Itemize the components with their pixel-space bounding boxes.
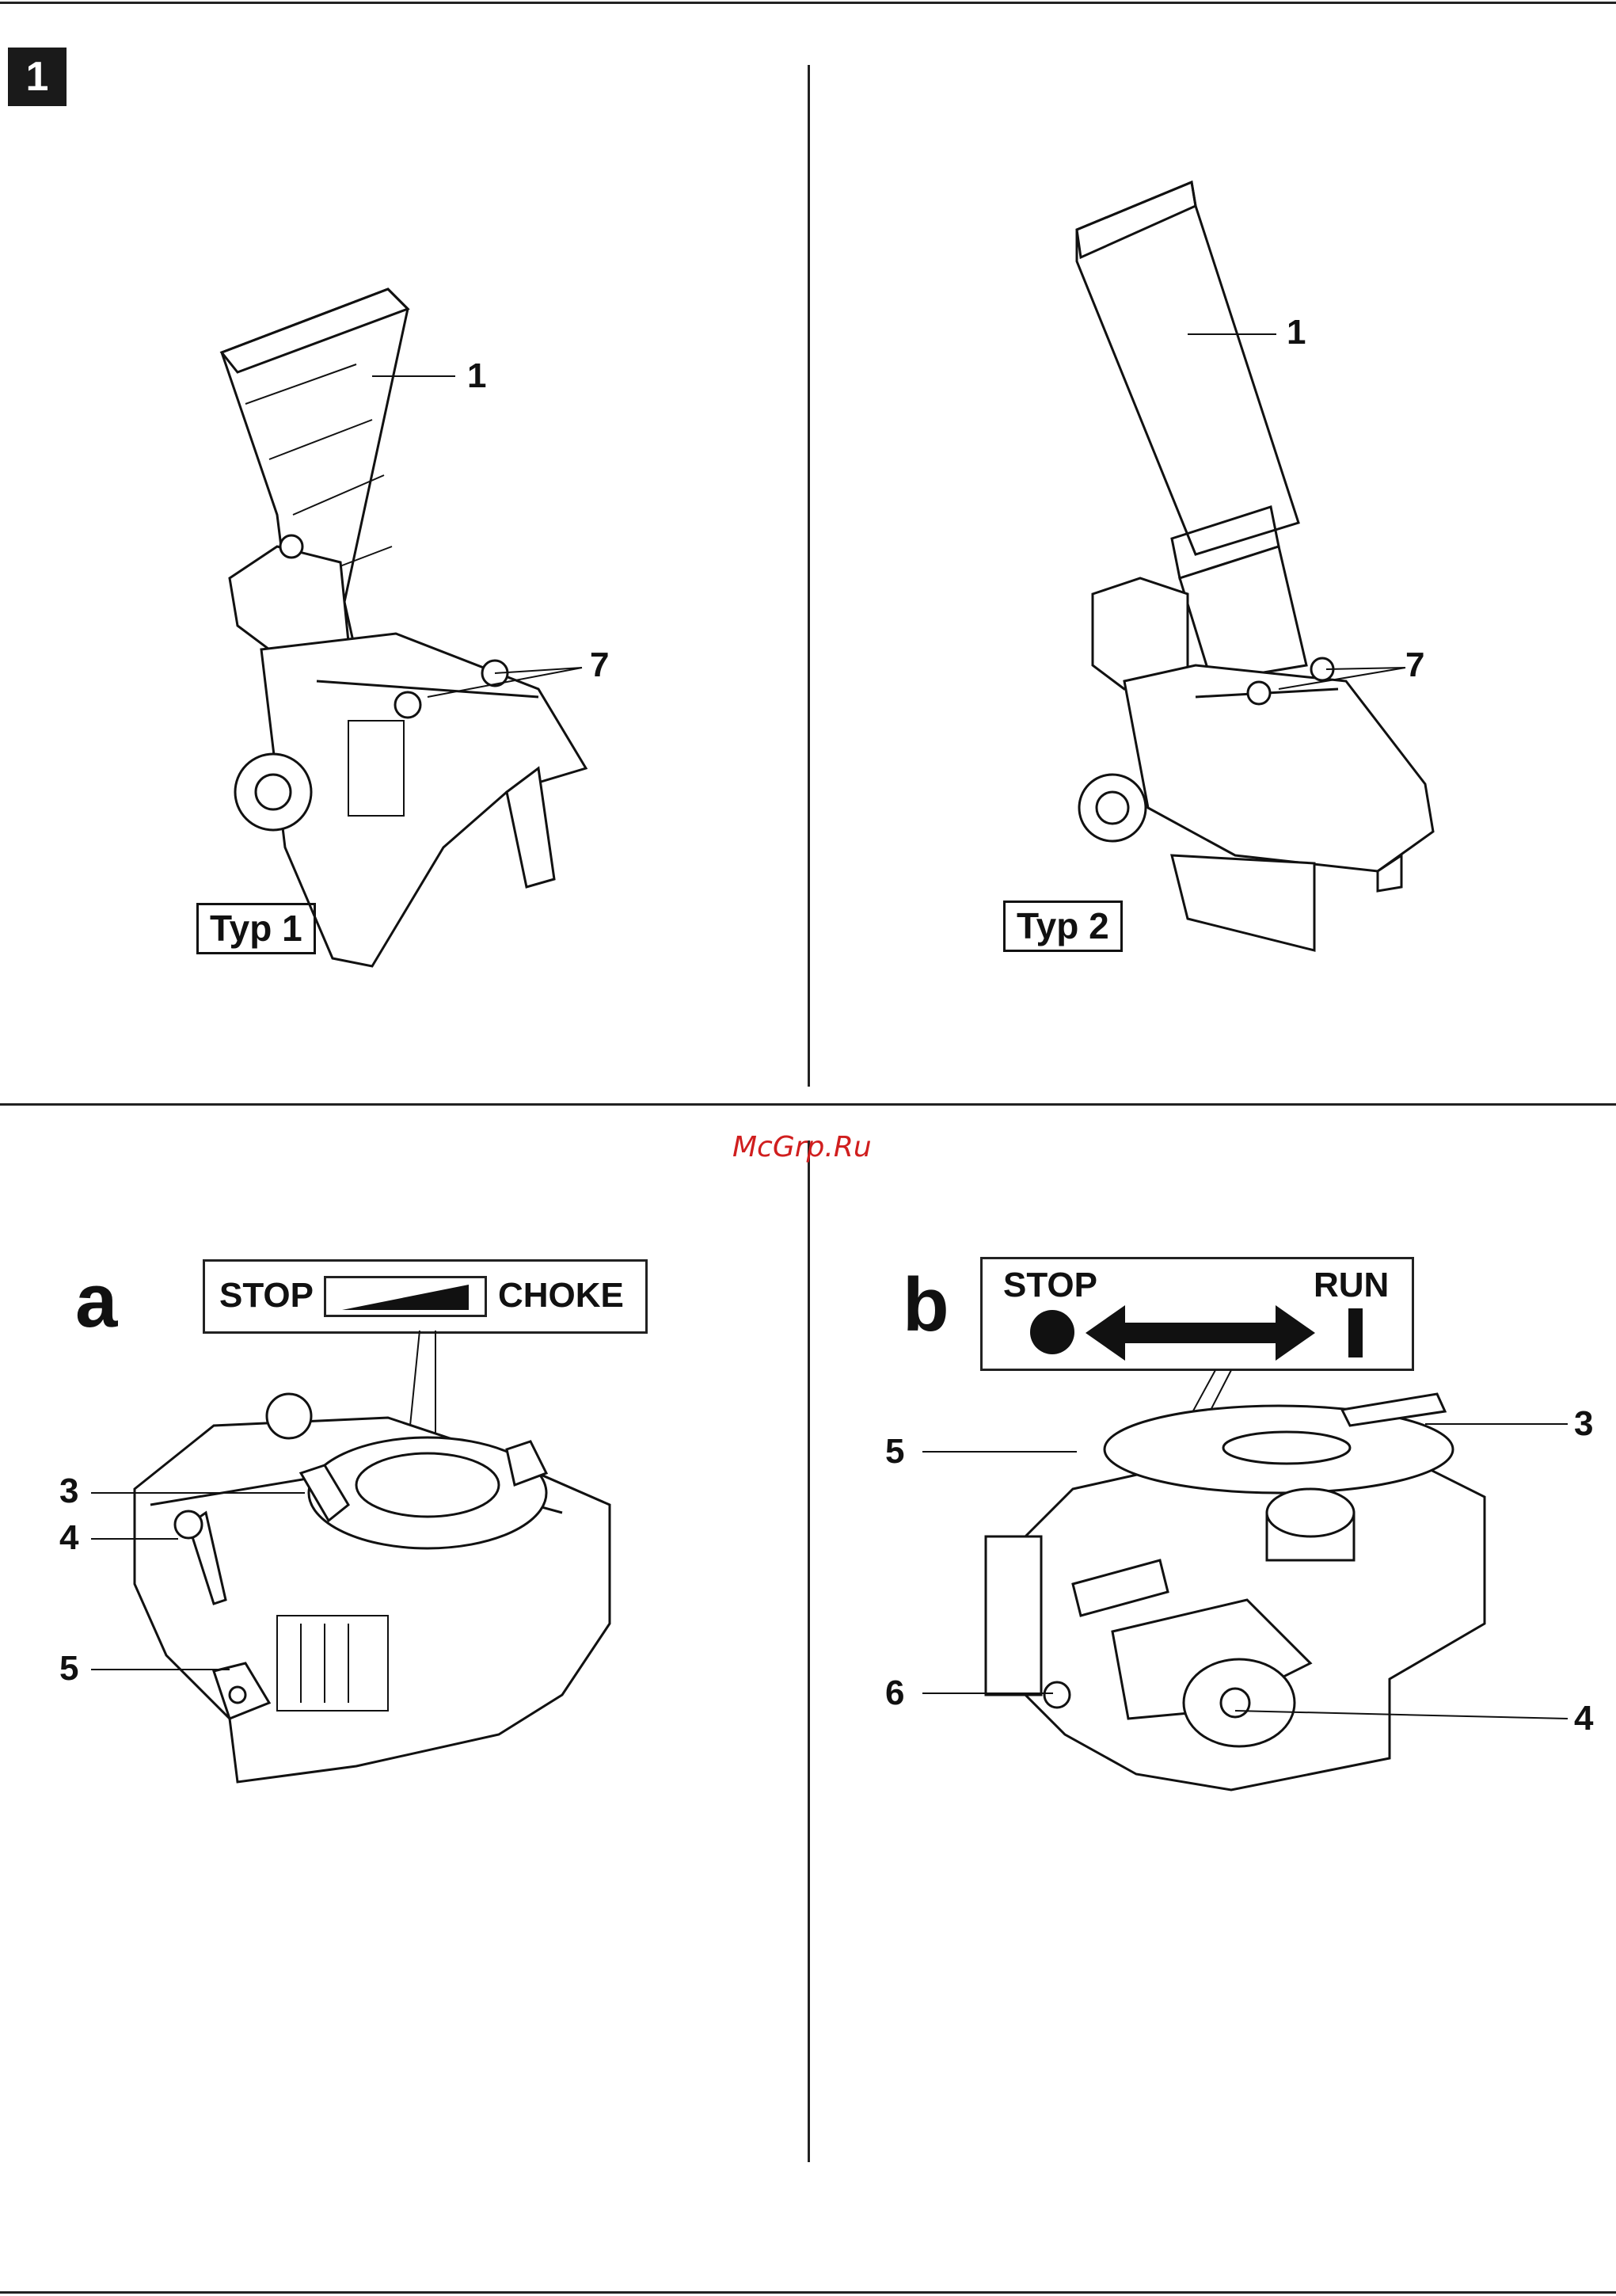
panel-b-callout-leaders (0, 0, 1616, 2296)
